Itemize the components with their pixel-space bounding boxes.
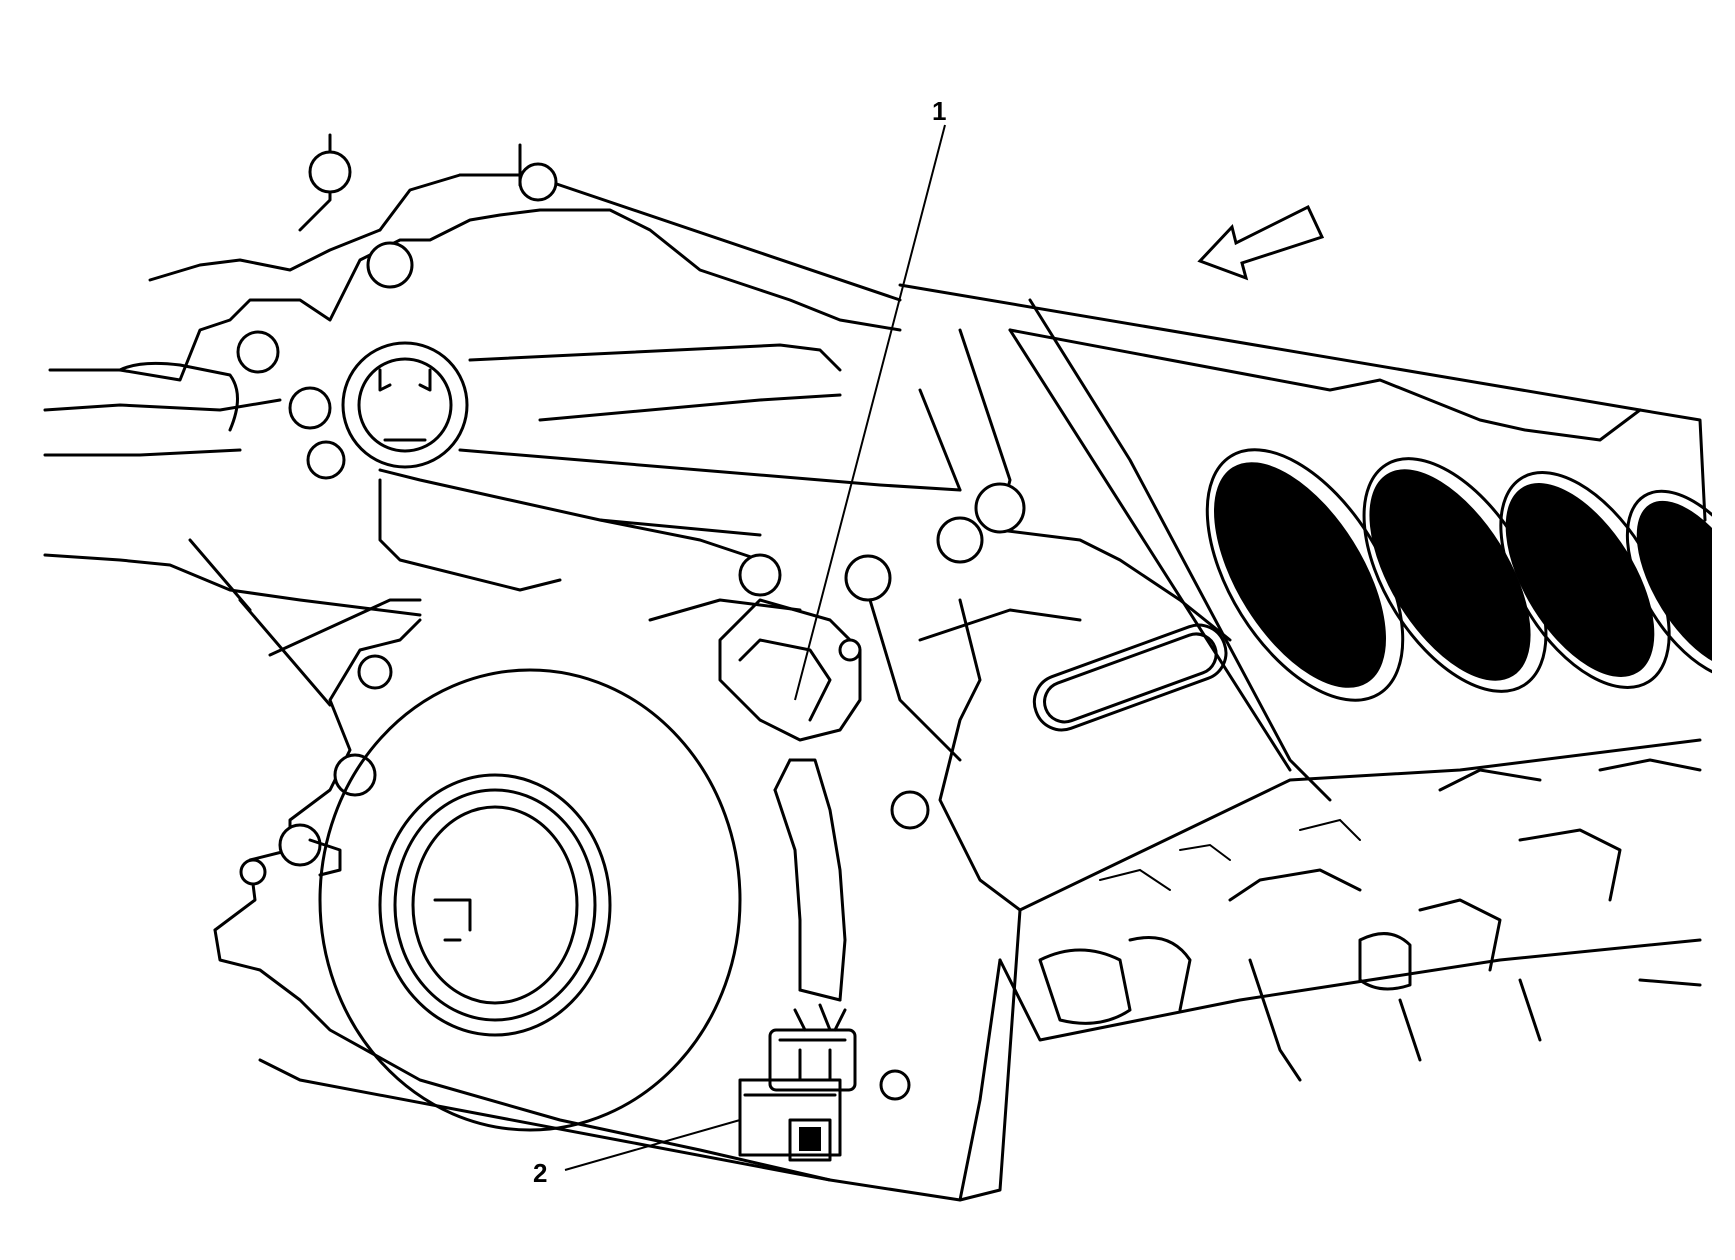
water-pump-hub [43, 341, 469, 469]
valley-slot [1032, 623, 1228, 732]
bolt-bosses [236, 150, 1026, 1101]
lower-casting-details [1038, 758, 1702, 1082]
callout-2: 2 [533, 1119, 741, 1188]
crankshaft-position-sensor [718, 598, 862, 742]
view-direction-arrow-icon [1197, 204, 1325, 281]
front-cover-seal [308, 598, 802, 1132]
callout-2-label: 2 [533, 1158, 547, 1188]
callout-1-label: 1 [932, 96, 946, 126]
sensor-wiring-harness [773, 758, 847, 1032]
engine-block-outline [43, 133, 1707, 1202]
harness-connector [738, 1028, 857, 1162]
cylinder-bore-1 [1205, 448, 1405, 702]
callout-1: 1 [794, 96, 946, 701]
cylinder-bores [1205, 448, 1735, 730]
